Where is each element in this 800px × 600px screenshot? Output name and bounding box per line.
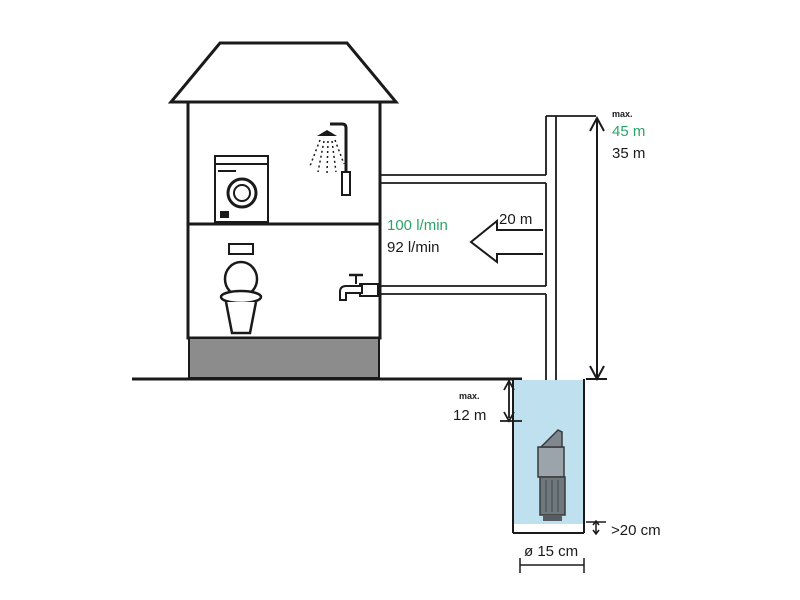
bottom-clearance: >20 cm xyxy=(611,522,661,539)
head-max-a: 45 m xyxy=(612,123,645,140)
house-roof xyxy=(167,41,400,104)
shower-icon xyxy=(309,122,351,196)
house xyxy=(167,41,400,379)
flow-rate-a: 100 l/min xyxy=(387,217,448,234)
depth-dimension xyxy=(500,379,522,423)
pipe-network xyxy=(380,115,596,428)
depth-max: 12 m xyxy=(453,407,486,424)
house-foundation xyxy=(188,337,380,379)
faucet-icon xyxy=(339,273,379,301)
well-diameter: ø 15 cm xyxy=(524,543,578,560)
flow-rate-b: 92 l/min xyxy=(387,239,440,256)
head-dimension xyxy=(586,115,607,382)
head-max-b: 35 m xyxy=(612,145,645,162)
head-max-caption: max. xyxy=(612,109,633,119)
depth-max-caption: max. xyxy=(459,391,480,401)
submersible-pump-icon xyxy=(537,429,566,521)
bottom-clearance-dimension xyxy=(586,519,606,536)
horizontal-distance: 20 m xyxy=(499,211,532,228)
washing-machine-icon xyxy=(214,155,269,223)
toilet-icon xyxy=(219,243,263,335)
well-diameter-dimension xyxy=(519,558,585,573)
arrow-left-icon xyxy=(469,218,543,265)
